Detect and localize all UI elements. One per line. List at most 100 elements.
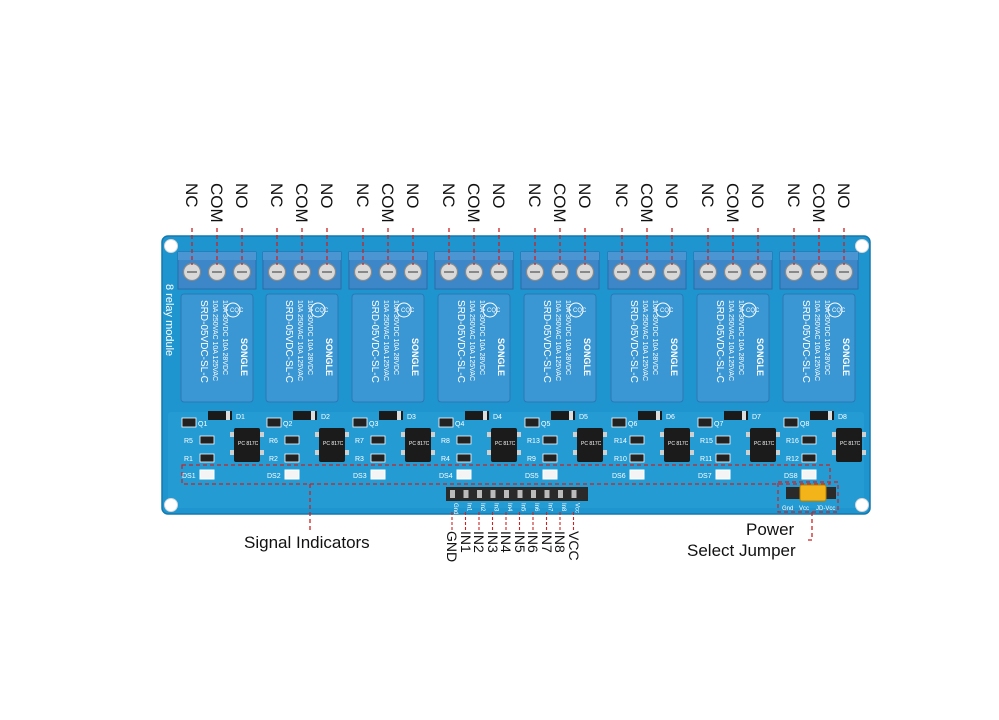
resistor xyxy=(370,453,386,463)
relay-model-text: SRD-05VDC-SL-C xyxy=(369,300,380,383)
signal-indicator-led xyxy=(199,469,215,480)
optocoupler-pin xyxy=(487,432,491,437)
optocoupler-text: PC 817C xyxy=(495,441,516,447)
optocoupler xyxy=(577,428,603,462)
transistor-label: Q8 xyxy=(800,421,809,428)
relay-rating-text: 10A 30VDC 10A 28VDC xyxy=(221,300,228,375)
optocoupler-pin xyxy=(517,432,521,437)
relay-body xyxy=(437,293,511,403)
resistor-label: R3 xyxy=(355,456,364,463)
terminal-label-com: COM xyxy=(292,183,311,223)
diode xyxy=(551,411,575,420)
relay-mark-text: CQC xyxy=(315,308,329,314)
signal-indicator-led xyxy=(456,469,472,480)
resistor xyxy=(199,435,215,445)
transistor xyxy=(697,417,713,428)
relay-body xyxy=(610,293,684,403)
jumper-pin-silk: Vcc xyxy=(799,506,809,512)
relay-mark-text: CQC xyxy=(401,308,415,314)
cqc-mark-icon xyxy=(310,302,326,318)
resistor-label: R1 xyxy=(184,456,193,463)
resistor-label: R15 xyxy=(700,438,713,445)
terminal-label-no: NO xyxy=(232,183,251,209)
optocoupler-pin xyxy=(431,432,435,437)
cqc-mark-icon xyxy=(655,302,671,318)
resistor xyxy=(629,435,645,445)
diode-label: D5 xyxy=(579,414,588,421)
relay-rating-text: 10A 30VDC 10A 28VDC xyxy=(564,300,571,375)
terminal-label-no: NO xyxy=(403,183,422,209)
diode-band xyxy=(828,411,832,420)
cqc-mark-icon xyxy=(568,302,584,318)
relay-model-text: SRD-05VDC-SL-C xyxy=(541,300,552,383)
optocoupler xyxy=(319,428,345,462)
resistor-label: R4 xyxy=(441,456,450,463)
jumper-outline xyxy=(777,481,839,513)
diode xyxy=(465,411,489,420)
resistor-label: R13 xyxy=(527,438,540,445)
signal-indicator-led xyxy=(801,469,817,480)
terminal-label-nc: NC xyxy=(353,183,372,208)
relay-rating-text: 10A 30VDC 10A 28VDC xyxy=(823,300,830,375)
optocoupler-pin xyxy=(230,432,234,437)
terminal-label-nc: NC xyxy=(267,183,286,208)
diode-band xyxy=(742,411,746,420)
relay-rating-text: 10A 250VAC 10A 125VAC xyxy=(296,300,303,381)
transistor xyxy=(611,417,627,428)
optocoupler-pin xyxy=(862,450,866,455)
resistor-label: R14 xyxy=(614,438,627,445)
cqc-mark-icon xyxy=(741,302,757,318)
resistor-label: R9 xyxy=(527,456,536,463)
optocoupler-text: PC 817C xyxy=(323,441,344,447)
power-select-label-line2: Select Jumper xyxy=(687,541,796,560)
relay-body xyxy=(180,293,254,403)
transistor xyxy=(352,417,368,428)
diode-label: D7 xyxy=(752,414,761,421)
relay-body xyxy=(696,293,770,403)
transistor-label: Q7 xyxy=(714,421,723,428)
relay-rating-text: 10A 30VDC 10A 28VDC xyxy=(478,300,485,375)
relay-mark-text: CQC xyxy=(573,308,587,314)
relay-body xyxy=(265,293,339,403)
input-pin-silk: In6 xyxy=(533,503,539,512)
transistor xyxy=(181,417,197,428)
diode-band xyxy=(656,411,660,420)
input-pin-label-vcc: VCC xyxy=(565,531,582,561)
optocoupler xyxy=(750,428,776,462)
resistor xyxy=(199,453,215,463)
relay-brand-text: SONGLE xyxy=(324,338,334,376)
header-pin xyxy=(558,490,563,498)
relay-rating-text: 10A 250VAC 10A 125VAC xyxy=(382,300,389,381)
resistor xyxy=(456,453,472,463)
optocoupler-pin xyxy=(603,432,607,437)
optocoupler-text: PC 817C xyxy=(409,441,430,447)
input-pin-silk: In5 xyxy=(520,503,526,512)
transistor-label: Q4 xyxy=(455,421,464,428)
terminal-label-nc: NC xyxy=(182,183,201,208)
optocoupler-pin xyxy=(660,450,664,455)
diode-band xyxy=(311,411,315,420)
diode-label: D6 xyxy=(666,414,675,421)
indicator-label: DS5 xyxy=(525,473,539,480)
diode-band xyxy=(397,411,401,420)
terminal-label-com: COM xyxy=(723,183,742,223)
resistor xyxy=(801,453,817,463)
indicator-label: DS3 xyxy=(353,473,367,480)
header-pin xyxy=(490,490,496,498)
resistor xyxy=(370,435,386,445)
signal-indicator-led xyxy=(284,469,300,480)
relay-rating-text: 10A 30VDC 10A 28VDC xyxy=(651,300,658,375)
optocoupler-text: PC 817C xyxy=(581,441,602,447)
jumper-pin-silk: JD-Vcc xyxy=(816,506,835,512)
relay-model-text: SRD-05VDC-SL-C xyxy=(714,300,725,383)
transistor xyxy=(438,417,454,428)
diode-band xyxy=(226,411,230,420)
relay-rating-text: 10A 30VDC 10A 28VDC xyxy=(306,300,313,375)
input-pin-silk: In2 xyxy=(479,503,485,512)
terminal-label-com: COM xyxy=(809,183,828,223)
optocoupler-pin xyxy=(660,432,664,437)
terminal-label-nc: NC xyxy=(698,183,717,208)
terminal-label-com: COM xyxy=(378,183,397,223)
resistor xyxy=(284,453,300,463)
diode-label: D3 xyxy=(407,414,416,421)
